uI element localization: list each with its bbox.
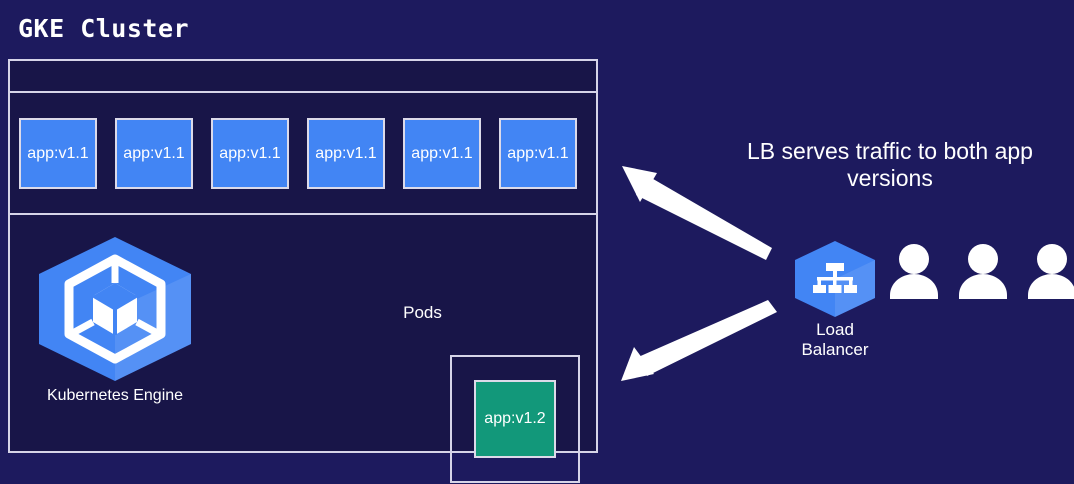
lb-caption: LB serves traffic to both app versions xyxy=(712,138,1068,192)
load-balancer-label-line-2: Balancer xyxy=(801,340,869,360)
gke-cluster-box: app:v1.1 app:v1.1 app:v1.1 app:v1.1 app:… xyxy=(8,59,598,483)
cluster-lower-region: Kubernetes Engine Pods app:v1.2 xyxy=(10,215,596,483)
lb-caption-line-2: versions xyxy=(847,165,933,192)
pod-box-v1-1[interactable]: app:v1.1 xyxy=(211,118,289,189)
pod-label: app:v1.1 xyxy=(315,144,377,162)
pod-label: app:v1.1 xyxy=(123,144,185,162)
pod-label: app:v1.1 xyxy=(27,144,89,162)
user-icon xyxy=(1028,244,1074,299)
load-balancer-label-line-1: Load xyxy=(816,320,854,339)
users-group xyxy=(888,243,1074,299)
pod-label: app:v1.1 xyxy=(219,144,281,162)
pod-label: app:v1.2 xyxy=(484,410,546,427)
kubernetes-engine-hexagon-icon xyxy=(39,237,191,381)
pod-strip: app:v1.1 app:v1.1 app:v1.1 app:v1.1 app:… xyxy=(19,118,577,189)
user-icon xyxy=(959,244,1007,299)
load-balancer-hexagon-icon xyxy=(795,241,875,317)
pod-box-v1-1[interactable]: app:v1.1 xyxy=(403,118,481,189)
cluster-header-strip xyxy=(10,61,596,93)
kubernetes-engine-label: Kubernetes Engine xyxy=(46,387,184,404)
lb-caption-line-1: LB serves traffic to both app xyxy=(747,138,1033,164)
load-balancer-label: Load Balancer xyxy=(786,320,884,361)
user-icon xyxy=(890,244,938,299)
pod-box-v1-1[interactable]: app:v1.1 xyxy=(115,118,193,189)
pod-label: app:v1.1 xyxy=(411,144,473,162)
pod-box-v1-1[interactable]: app:v1.1 xyxy=(19,118,97,189)
new-version-pod-container: app:v1.2 xyxy=(450,355,580,483)
node-row: app:v1.1 app:v1.1 app:v1.1 app:v1.1 app:… xyxy=(10,93,596,215)
pod-box-v1-1[interactable]: app:v1.1 xyxy=(307,118,385,189)
load-balancer-group[interactable]: Load Balancer xyxy=(786,240,884,361)
pods-caption: Pods xyxy=(403,303,442,322)
arrow-to-v1-2-pod xyxy=(621,300,777,381)
pod-label: app:v1.1 xyxy=(507,144,569,162)
kubernetes-engine-logo-group: Kubernetes Engine xyxy=(29,235,201,405)
page-title: GKE Cluster xyxy=(18,14,190,43)
pod-box-v1-1[interactable]: app:v1.1 xyxy=(499,118,577,189)
pod-box-v1-2[interactable]: app:v1.2 xyxy=(474,380,556,458)
